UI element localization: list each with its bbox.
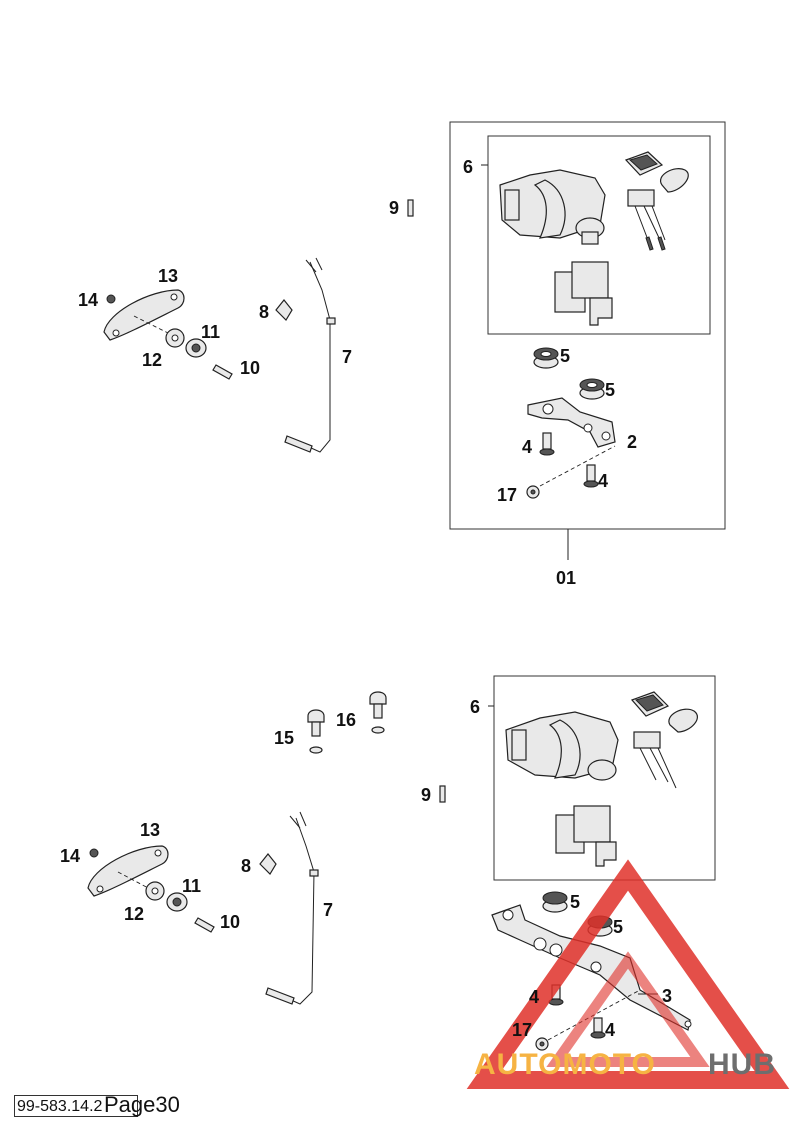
watermark-text-automoto: AUTOMOTO	[474, 1048, 656, 1081]
callout-9b: 9	[421, 785, 431, 805]
bracket-2	[527, 397, 616, 448]
spacer-12	[165, 328, 185, 348]
callout-11: 11	[201, 322, 220, 342]
callout-5d: 5	[613, 917, 623, 937]
switch-cover	[624, 151, 689, 193]
switch-connector	[627, 189, 666, 251]
page-label: Page30	[104, 1092, 180, 1117]
switch-housing-b	[505, 711, 619, 781]
callout-12: 12	[142, 350, 162, 370]
bottom-assembly	[87, 675, 716, 1051]
watermark-triangle-inner	[546, 951, 710, 1067]
callout-13b: 13	[140, 820, 160, 840]
watermark-logo: AUTOMOTO HUB	[466, 859, 790, 1089]
callout-16: 16	[336, 710, 356, 730]
washer-11	[185, 338, 207, 358]
switch-cover-b	[630, 691, 698, 733]
callout-17: 17	[497, 485, 517, 505]
document-code: 99-583.14.2	[14, 1095, 138, 1117]
callout-5c: 5	[570, 892, 580, 912]
callout-4c: 4	[529, 987, 539, 1007]
callout-4b: 4	[598, 471, 608, 491]
switch-unit-b	[555, 805, 617, 867]
callout-10b: 10	[220, 912, 240, 932]
screw-4a	[539, 432, 555, 456]
bolt-15	[307, 709, 325, 754]
watermark-text-hub: HUB	[708, 1048, 776, 1081]
switch-subframe-6	[487, 135, 711, 335]
bolt-16	[369, 691, 387, 734]
callout-6b: 6	[470, 697, 480, 717]
washer-11b	[166, 892, 188, 912]
rubber-bushing-5b	[579, 378, 605, 400]
cable-7	[284, 257, 336, 453]
callout-5b: 5	[605, 380, 615, 400]
screw-17b	[535, 1037, 549, 1051]
mount-plate-13b	[87, 845, 169, 897]
callout-8: 8	[259, 302, 269, 322]
callout-11b: 11	[182, 876, 201, 896]
screw-4d	[590, 1017, 606, 1039]
switch-unit	[554, 261, 613, 326]
bolt-10	[212, 364, 233, 380]
bracket-3	[491, 904, 692, 1031]
kit-frame-01	[449, 121, 726, 530]
callout-6: 6	[463, 157, 473, 177]
watermark-triangle-outer	[466, 859, 790, 1089]
callout-10: 10	[240, 358, 260, 378]
callout-5a: 5	[560, 346, 570, 366]
callout-2: 2	[627, 432, 637, 452]
clip-8	[275, 299, 293, 321]
screw-17	[526, 485, 540, 499]
assembly-line-top	[539, 445, 616, 487]
callouts-bottom: 6 16 15 9 13 14 8 11 12 10 7 5 5 4 3 17 …	[60, 697, 672, 1040]
screw-4b	[583, 464, 599, 488]
rubber-bushing-5a	[533, 347, 559, 369]
callout-7b: 7	[323, 900, 333, 920]
callout-7: 7	[342, 347, 352, 367]
switch-connector-b	[633, 731, 677, 789]
callout-4a: 4	[522, 437, 532, 457]
callout-15: 15	[274, 728, 294, 748]
callout-4d: 4	[605, 1020, 615, 1040]
pin-9	[407, 199, 414, 217]
callout-01: 01	[556, 568, 576, 588]
nut-14b	[89, 848, 99, 858]
callout-9: 9	[389, 198, 399, 218]
spacer-12b	[145, 881, 165, 901]
bolt-10b	[194, 917, 215, 933]
pin-9b	[439, 785, 446, 803]
callouts-top: 6 9 13 14 8 11 12 10 7 5 5 4 2 17 4 01	[78, 157, 637, 588]
mount-plate-13	[103, 289, 185, 341]
cable-7b	[265, 811, 319, 1005]
switch-housing	[499, 169, 606, 245]
callout-13: 13	[158, 266, 178, 286]
clip-8b	[259, 853, 277, 875]
callout-14b: 14	[60, 846, 80, 866]
callout-8b: 8	[241, 856, 251, 876]
rubber-bushing-5c	[542, 891, 568, 913]
callout-17b: 17	[512, 1020, 532, 1040]
nut-14	[106, 294, 116, 304]
top-assembly	[103, 121, 726, 560]
switch-subframe-6b	[493, 675, 716, 881]
callout-14: 14	[78, 290, 98, 310]
callout-12b: 12	[124, 904, 144, 924]
callout-3: 3	[662, 986, 672, 1006]
